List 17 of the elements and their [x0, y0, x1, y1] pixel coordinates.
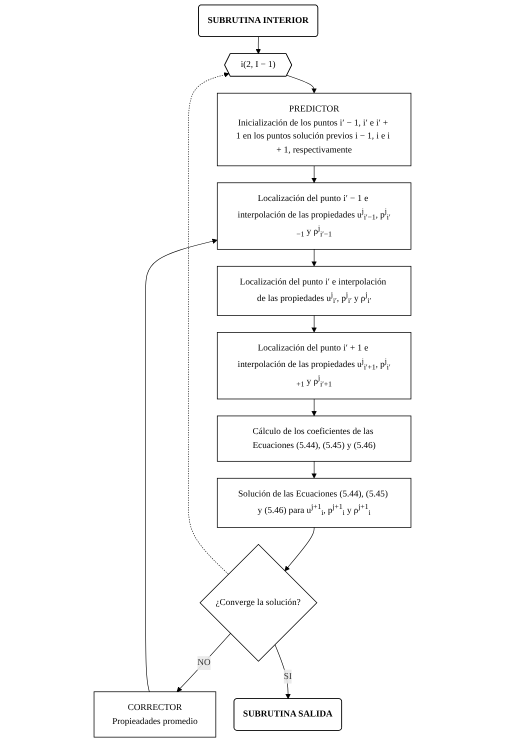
arrow	[274, 644, 291, 700]
arrow	[188, 72, 230, 574]
arrow	[311, 315, 317, 333]
arrow	[311, 461, 317, 478]
arrow	[311, 398, 317, 416]
arrow	[256, 36, 261, 54]
arrow	[311, 249, 317, 267]
arrow	[286, 75, 317, 94]
edge-label: SI	[284, 671, 292, 682]
node-box: CORRECTOR Propieadades promedio	[94, 691, 216, 738]
arrow	[145, 238, 218, 692]
node-box: PREDICTOR Inicialización de los puntos i′ − 1, i′ e i′ + 1 en los puntos solución previos i − 1, i e i + 1, respectivamente	[216, 92, 412, 166]
node-box: Cálculo de los coeficientes de las Ecuaciones (5.44), (5.45) y (5.46)	[216, 416, 412, 462]
edge-label: NO	[197, 658, 211, 668]
arrow	[311, 166, 317, 184]
arrow	[176, 633, 231, 692]
arrow	[284, 527, 314, 572]
